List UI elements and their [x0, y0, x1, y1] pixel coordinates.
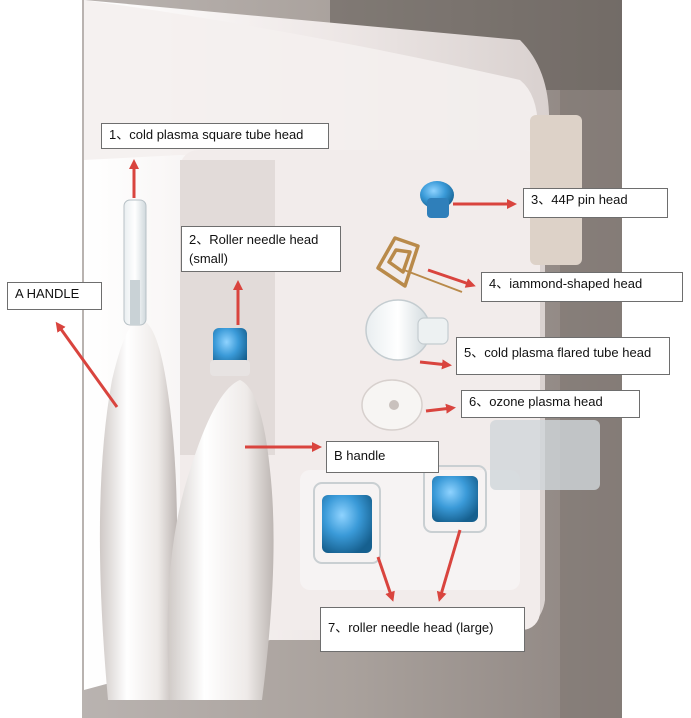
small-roller-cap	[210, 360, 250, 376]
arrow-head-7-left	[376, 556, 395, 602]
label-roller-needle-head-large: 7、roller needle head (large)	[320, 607, 525, 652]
label-diamond-shaped-head: 4、iammond-shaped head	[481, 272, 683, 302]
ozone-head-nozzle	[389, 400, 399, 410]
label-roller-needle-head-small: 2、Roller needle head (small)	[181, 226, 341, 272]
pin-head-base	[427, 198, 449, 218]
large-roller-right	[432, 476, 478, 522]
diamond-wire	[403, 269, 463, 293]
device-upper-ledge	[84, 0, 538, 160]
arrow-head-6	[425, 403, 456, 414]
label-cold-plasma-flared-tube-head: 5、cold plasma flared tube head	[456, 337, 670, 375]
square-tube-stem	[130, 280, 140, 325]
diamond-shaped-head	[376, 236, 420, 288]
arrow-handle-a	[55, 321, 119, 408]
label-ozone-plasma-head: 6、ozone plasma head	[461, 390, 640, 418]
blister-pack	[490, 420, 600, 490]
label-handle-b: B handle	[326, 441, 439, 473]
label-cold-plasma-square-tube-head: 1、cold plasma square tube head	[101, 123, 329, 149]
arrow-head-7-right	[436, 529, 462, 602]
large-roller-left-holder	[313, 482, 381, 564]
handle-a-body	[99, 320, 178, 700]
label-44p-pin-head: 3、44P pin head	[523, 188, 668, 218]
handle-b-body	[167, 380, 274, 700]
large-roller-right-holder	[423, 465, 487, 533]
arrow-head-4	[427, 268, 476, 288]
label-handle-a: A HANDLE	[7, 282, 102, 310]
flared-tube-neck	[417, 317, 449, 345]
large-roller-left	[322, 495, 372, 553]
arrow-head-5	[419, 359, 452, 370]
small-roller-head	[213, 328, 247, 368]
